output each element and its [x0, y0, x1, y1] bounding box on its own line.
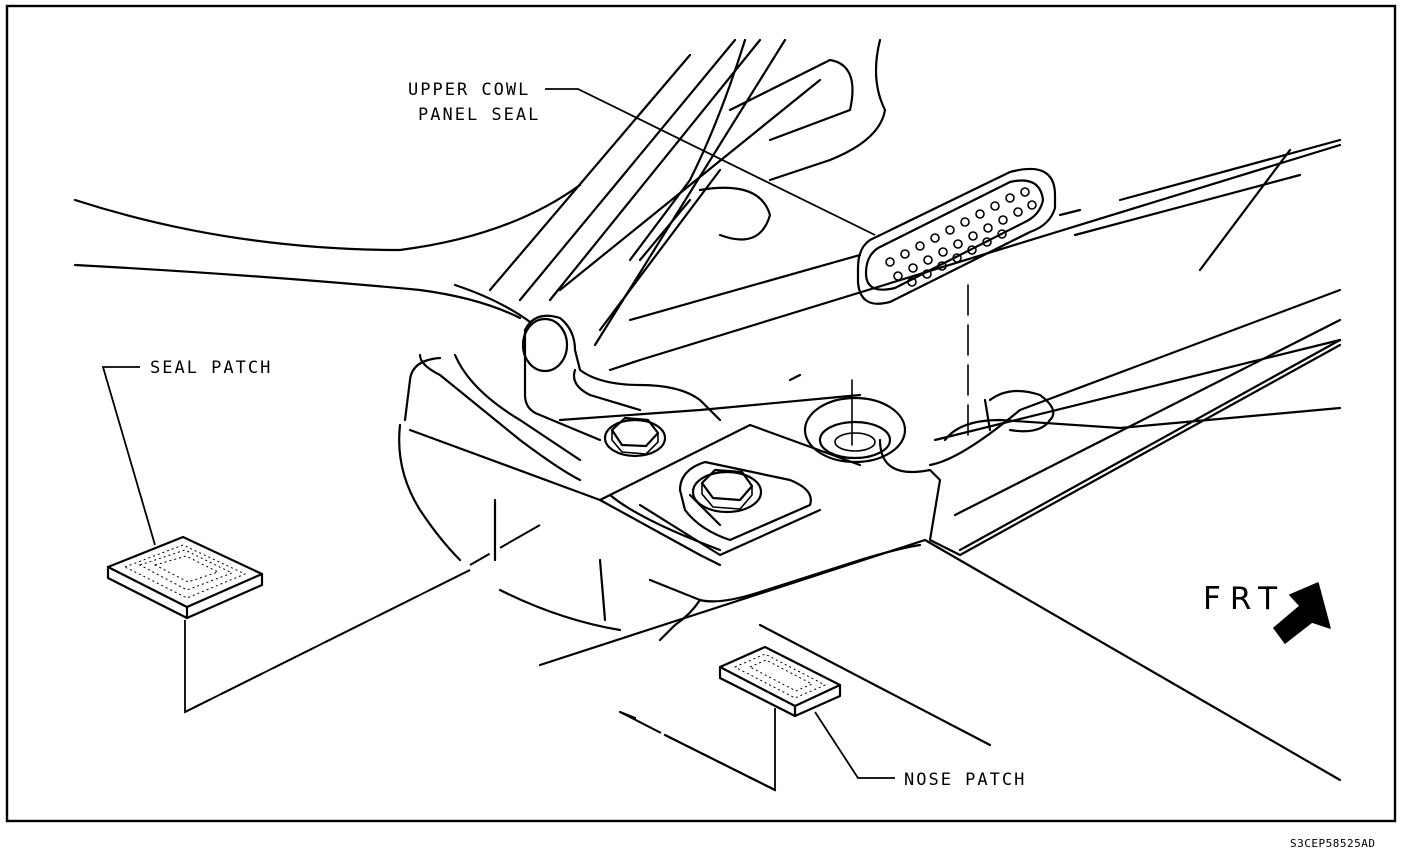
- figure-border: [5, 4, 1397, 823]
- nose-patch: [718, 645, 842, 718]
- locator-lines: [184, 524, 776, 792]
- seal-dots: [885, 187, 1037, 287]
- front-direction-label: FRT: [1203, 581, 1286, 617]
- upper-cowl-panel-seal: [856, 167, 1057, 441]
- upper-cowl-label-line2: PANEL SEAL: [418, 105, 540, 125]
- hinge-base: [403, 353, 907, 557]
- bolt-rear: [603, 416, 667, 458]
- upper-cowl-label-line1: UPPER COWL: [408, 80, 530, 100]
- front-arrow-icon: [1273, 582, 1331, 644]
- cowl-panel: [398, 138, 1342, 792]
- stud-hole: [803, 379, 907, 464]
- seal-patch: [106, 535, 264, 620]
- seal-patch-label: SEAL PATCH: [150, 358, 272, 378]
- leader-upper-cowl: [545, 88, 876, 236]
- hood-lines: [73, 183, 582, 324]
- hinge-arm: [488, 38, 887, 442]
- leader-nose-patch: [814, 711, 895, 779]
- leader-seal-patch: [101, 366, 156, 546]
- nose-patch-label: NOSE PATCH: [904, 770, 1026, 790]
- bolt-front: [691, 468, 763, 514]
- figure-code: S3CEP58525AD: [1290, 837, 1375, 850]
